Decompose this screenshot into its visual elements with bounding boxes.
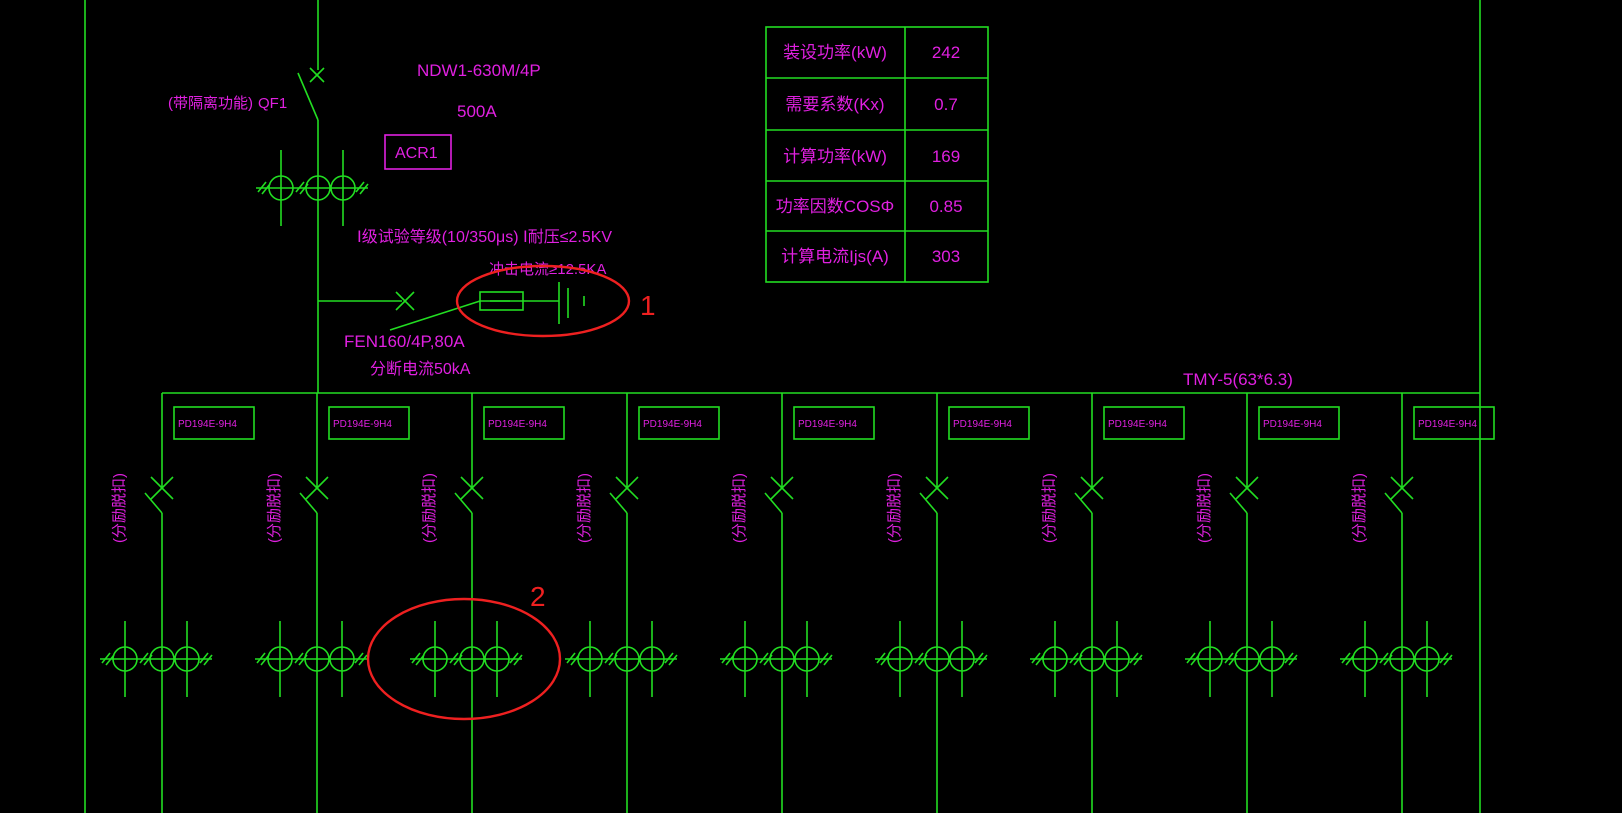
feeder-meter-label: PD194E-9H4 — [178, 419, 237, 430]
incoming-ct-group — [256, 150, 369, 226]
surge-protector-box — [479, 291, 524, 311]
load-table-value-4: 303 — [932, 247, 960, 266]
feeder-meter-label: PD194E-9H4 — [488, 419, 547, 430]
incoming-breaker-blade — [297, 72, 319, 121]
surge-breaker-model: FEN160/4P,80A — [344, 332, 465, 351]
feeder-8: PD194E-9H4 (分励脱扣) — [1185, 393, 1340, 813]
load-table-value-3: 0.85 — [929, 197, 962, 216]
feeder-ct-group — [1340, 621, 1453, 697]
feeder-breaker-note: (分励脱扣) — [421, 473, 438, 543]
incoming-breaker-x-b — [309, 67, 325, 83]
feeder-meter-box — [173, 406, 255, 440]
feeder-breaker-note: (分励脱扣) — [111, 473, 128, 543]
feeder-meter-label: PD194E-9H4 — [643, 419, 702, 430]
feeder-ct-group — [100, 621, 213, 697]
feeder-meter-box — [1103, 406, 1185, 440]
load-table-value-2: 169 — [932, 147, 960, 166]
feeder-meter-label: PD194E-9H4 — [953, 419, 1012, 430]
feeder-6: PD194E-9H4 (分励脱扣) — [875, 393, 1030, 813]
feeder-meter-label: PD194E-9H4 — [1263, 419, 1322, 430]
load-table-label-3: 功率因数COSΦ — [776, 197, 894, 216]
surge-test-grade: Ⅰ级试验等级(10/350μs) Ⅰ耐压≤2.5KV — [357, 228, 612, 246]
feeder-breaker-note: (分励脱扣) — [731, 473, 748, 543]
load-table-value-0: 242 — [932, 43, 960, 62]
load-table-label-1: 需要系数(Kx) — [785, 95, 884, 114]
feeder-5: PD194E-9H4 (分励脱扣) — [720, 393, 875, 813]
surge-branch — [318, 282, 585, 331]
feeder-breaker-note: (分励脱扣) — [1351, 473, 1368, 543]
feeder-meter-label: PD194E-9H4 — [333, 419, 392, 430]
feeder-meter-box — [793, 406, 875, 440]
load-table-label-4: 计算电流Ijs(A) — [781, 247, 889, 266]
busbar-label: TMY-5(63*6.3) — [1183, 370, 1293, 389]
feeder-meter-box — [328, 406, 410, 440]
incoming-meter-label: ACR1 — [395, 145, 438, 162]
feeder-3: PD194E-9H4 (分励脱扣) — [410, 393, 565, 813]
feeder-ct-group — [720, 621, 833, 697]
feeder-breaker-note: (分励脱扣) — [1196, 473, 1213, 543]
feeder-meter-box — [1258, 406, 1340, 440]
feeder-group: PD194E-9H4(分励脱扣)PD194E-9H4(分励脱扣)PD194E-9… — [100, 393, 1495, 813]
feeder-meter-box — [1413, 406, 1495, 440]
annotation-number-1: 1 — [640, 290, 656, 321]
feeder-meter-label: PD194E-9H4 — [798, 419, 857, 430]
feeder-ct-group — [1185, 621, 1298, 697]
load-table-text: 装设功率(kW) 242 需要系数(Kx) 0.7 计算功率(kW) 169 功率因数COS… — [776, 43, 963, 266]
load-table-label-0: 装设功率(kW) — [783, 43, 887, 62]
feeder-breaker-note: (分励脱扣) — [576, 473, 593, 543]
incoming-breaker-rating: 500A — [457, 102, 497, 121]
feeder-meter-label: PD194E-9H4 — [1108, 419, 1167, 430]
feeder-breaker-note: (分励脱扣) — [886, 473, 903, 543]
annotation-ellipse-1 — [455, 264, 631, 338]
feeder-ct-group — [875, 621, 988, 697]
feeder-meter-label: PD194E-9H4 — [1418, 419, 1477, 430]
feeder-1: PD194E-9H4 (分励脱扣) — [100, 393, 255, 813]
load-table — [765, 26, 989, 283]
feeder-2: PD194E-9H4 (分励脱扣) — [255, 393, 410, 813]
feeder-ct-group — [1030, 621, 1143, 697]
feeder-ct-group — [255, 621, 368, 697]
feeder-9: PD194E-9H4 (分励脱扣) — [1340, 393, 1495, 813]
feeder-7: PD194E-9H4 (分励脱扣) — [1030, 393, 1185, 813]
feeder-ct-group — [565, 621, 678, 697]
feeder-4: PD194E-9H4 (分励脱扣) — [565, 393, 720, 813]
feeder-breaker-note: (分励脱扣) — [1041, 473, 1058, 543]
feeder-meter-box — [638, 406, 720, 440]
annotation-ellipse-2 — [366, 597, 562, 721]
feeder-meter-box — [483, 406, 565, 440]
annotation-number-2: 2 — [530, 581, 546, 612]
surge-breaking-current: 分断电流50kA — [370, 360, 471, 378]
incoming-meter-box — [384, 134, 452, 170]
incoming-breaker-id: QF1 — [258, 95, 287, 112]
feeder-meter-box — [948, 406, 1030, 440]
surge-impulse-current: 冲击电流≥12.5KA — [489, 261, 606, 278]
feeder-breaker-note: (分励脱扣) — [266, 473, 283, 543]
incoming-function-note: (带隔离功能) — [168, 95, 253, 112]
feeder-ct-group — [410, 621, 523, 697]
incoming-breaker-model: NDW1-630M/4P — [417, 61, 541, 80]
load-table-value-1: 0.7 — [934, 95, 958, 114]
load-table-label-2: 计算功率(kW) — [783, 147, 887, 166]
